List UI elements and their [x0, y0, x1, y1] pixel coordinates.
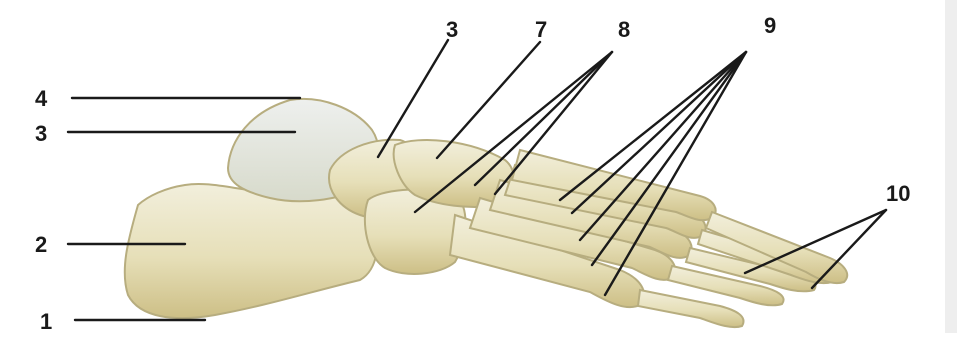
leader-7 [437, 42, 540, 158]
label-3-left: 3 [35, 121, 47, 146]
label-10: 10 [886, 181, 910, 206]
label-1: 1 [40, 309, 52, 333]
label-7: 7 [535, 17, 547, 42]
leader-10b [812, 210, 886, 288]
label-9: 9 [764, 13, 776, 38]
label-4: 4 [35, 86, 48, 111]
label-2: 2 [35, 232, 47, 257]
label-3-top: 3 [446, 17, 458, 42]
label-8: 8 [618, 17, 630, 42]
calcaneus-bone [125, 184, 378, 318]
right-border-strip [945, 0, 957, 333]
